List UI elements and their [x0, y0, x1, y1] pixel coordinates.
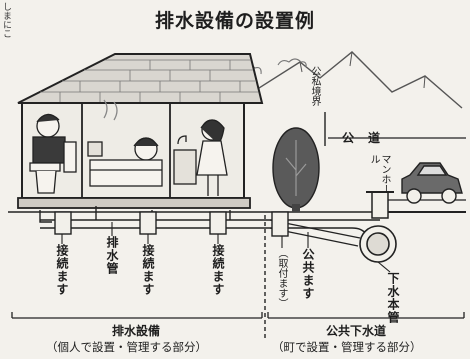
house-roof	[17, 53, 264, 104]
manhole	[366, 191, 394, 219]
footer-public-sub: （町で設置・管理する部分）	[272, 340, 422, 354]
edge-fragment-text: しまにこ	[1, 2, 11, 38]
footer-private-sub: （個人で設置・管理する部分）	[46, 340, 207, 354]
label-drain-pipe: 排水管	[105, 236, 119, 275]
label-public-masu: 公共ます	[301, 248, 315, 300]
label-torituke: （取付ます）	[276, 248, 287, 308]
label-connect-2: 接続ます	[141, 244, 155, 296]
footer-private-title: 排水設備	[112, 324, 161, 338]
connection-boxes	[54, 211, 289, 237]
footer-public-title: 公共下水道	[326, 324, 387, 338]
kitchen-woman	[173, 119, 228, 196]
bath-child	[87, 99, 163, 187]
leader-lines	[61, 222, 391, 273]
footer-brackets	[11, 312, 465, 319]
label-road: 公道	[342, 131, 395, 145]
boundary-marker	[264, 112, 326, 340]
label-connect-3: 接続ます	[211, 244, 225, 296]
car	[401, 162, 463, 204]
label-main-pipe: 下水本管	[386, 272, 400, 324]
mountains	[247, 51, 463, 109]
tree	[272, 127, 320, 212]
sewer-main	[359, 225, 397, 263]
toilet-person	[29, 113, 77, 194]
label-manhole: マンホール	[368, 154, 390, 194]
diagram-title: 排水設備の設置例	[154, 10, 315, 32]
label-connect-1: 接続ます	[55, 244, 69, 296]
label-boundary: 公私境界	[309, 66, 320, 106]
